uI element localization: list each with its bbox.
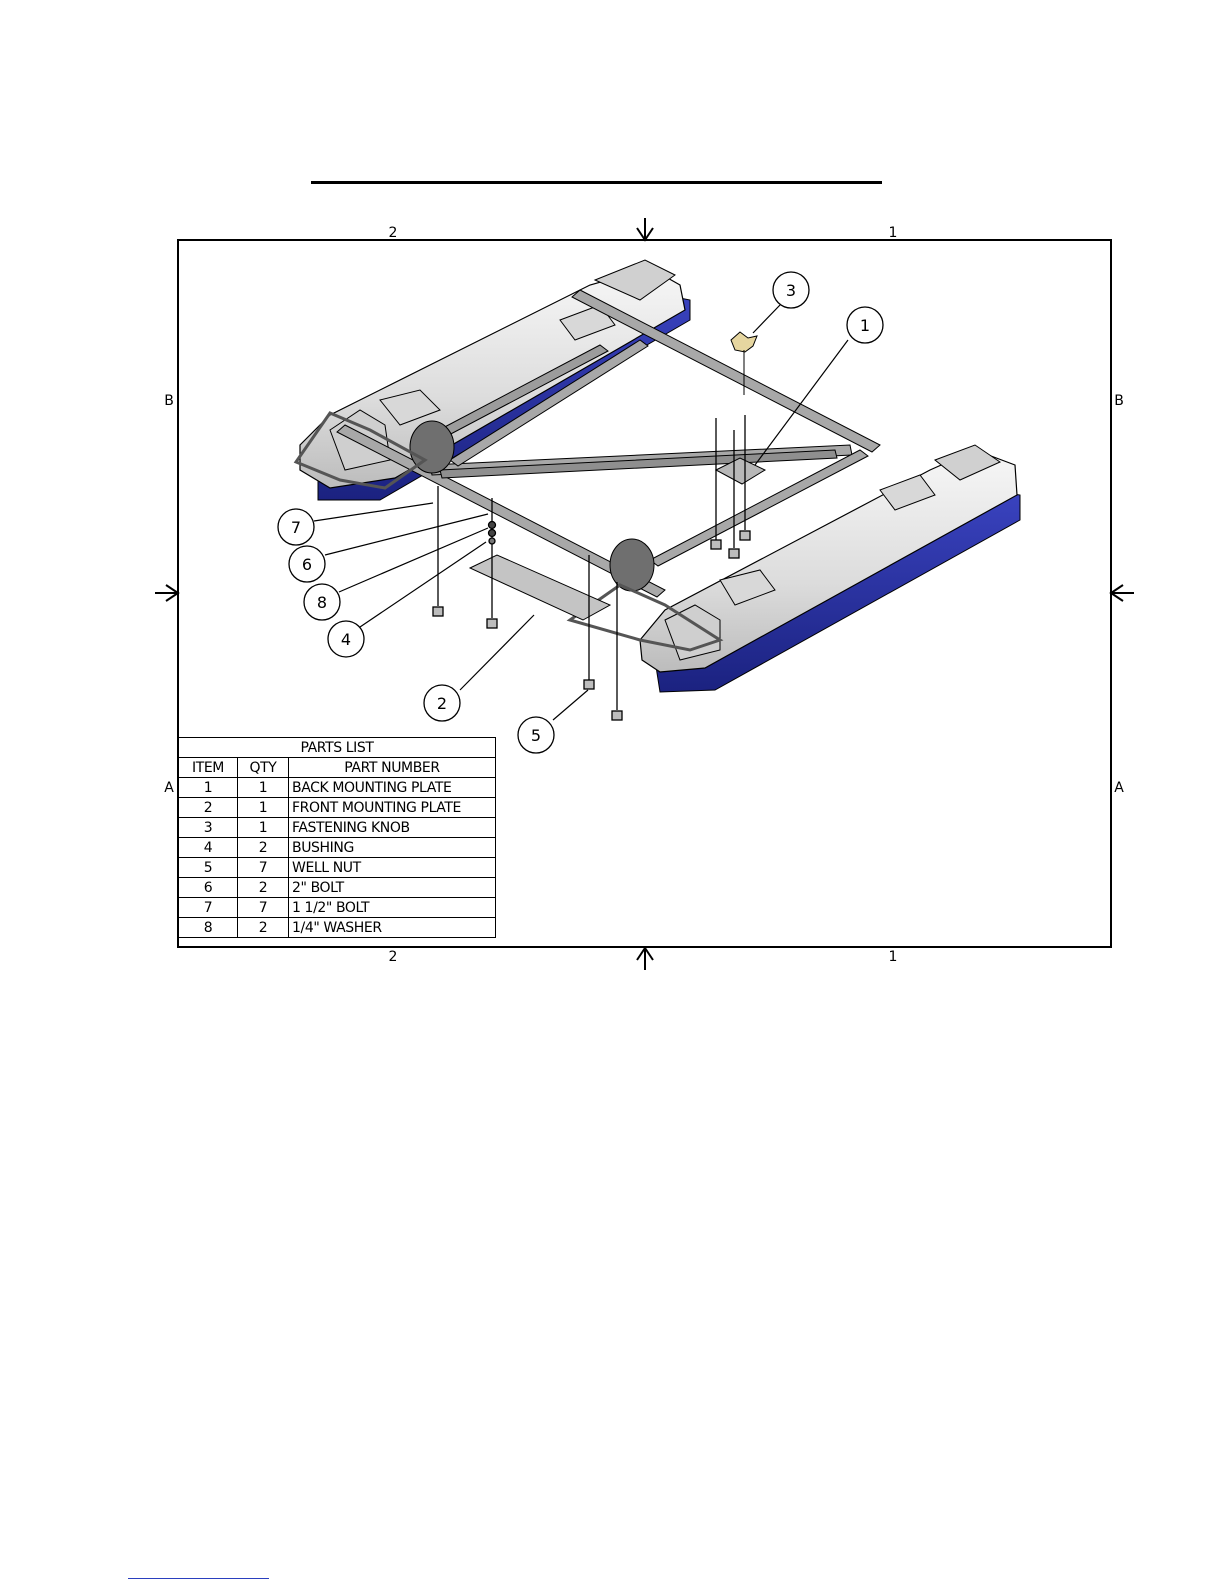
qty-cell: 2	[238, 878, 289, 898]
table-row: 7 7 1 1/2" BOLT	[179, 898, 496, 918]
balloon-7-label: 7	[291, 518, 301, 537]
item-cell: 7	[179, 898, 238, 918]
item-cell: 2	[179, 798, 238, 818]
balloon-8: 8	[304, 584, 340, 620]
zone-label-top-left: 2	[389, 225, 398, 241]
zone-label-left-upper: B	[164, 393, 174, 409]
qty-cell: 2	[238, 838, 289, 858]
zone-label-bottom-left: 2	[389, 949, 398, 965]
center-mark-bottom	[637, 947, 653, 970]
zone-label-bottom-right: 1	[889, 949, 898, 965]
zone-label-left-lower: A	[164, 780, 174, 796]
table-row: 1 1 BACK MOUNTING PLATE	[179, 778, 496, 798]
zone-label-right-upper: B	[1114, 393, 1124, 409]
balloon-6: 6	[289, 546, 325, 582]
balloon-2: 2	[424, 685, 460, 721]
center-mark-right	[1111, 585, 1134, 601]
qty-cell: 1	[238, 778, 289, 798]
parts-list-table: PARTS LIST ITEM QTY PART NUMBER 1 1 BACK…	[178, 737, 496, 938]
fastening-knob	[731, 332, 757, 352]
item-cell: 5	[179, 858, 238, 878]
column-header-part-number: PART NUMBER	[289, 758, 496, 778]
item-cell: 6	[179, 878, 238, 898]
zone-label-top-right: 1	[889, 225, 898, 241]
pontoon-assembly-illustration	[296, 260, 1020, 720]
part-number-cell: 1 1/2" BOLT	[289, 898, 496, 918]
center-mark-left	[155, 585, 178, 601]
balloon-4: 4	[328, 621, 364, 657]
item-cell: 4	[179, 838, 238, 858]
item-cell: 3	[179, 818, 238, 838]
balloon-1: 1	[847, 307, 883, 343]
zone-label-right-lower: A	[1114, 780, 1124, 796]
column-header-item: ITEM	[179, 758, 238, 778]
item-cell: 1	[179, 778, 238, 798]
part-number-cell: WELL NUT	[289, 858, 496, 878]
right-pontoon	[640, 445, 1020, 692]
part-number-cell: BUSHING	[289, 838, 496, 858]
balloon-2-label: 2	[437, 694, 447, 713]
column-header-qty: QTY	[238, 758, 289, 778]
qty-cell: 2	[238, 918, 289, 938]
balloon-5-label: 5	[531, 726, 541, 745]
balloon-3-label: 3	[786, 281, 796, 300]
part-number-cell: FRONT MOUNTING PLATE	[289, 798, 496, 818]
table-row: 2 1 FRONT MOUNTING PLATE	[179, 798, 496, 818]
part-number-cell: 1/4" WASHER	[289, 918, 496, 938]
balloon-7: 7	[278, 509, 314, 545]
table-row: 4 2 BUSHING	[179, 838, 496, 858]
table-row: 8 2 1/4" WASHER	[179, 918, 496, 938]
balloon-3: 3	[773, 272, 809, 308]
balloon-8-label: 8	[317, 593, 327, 612]
item-cell: 8	[179, 918, 238, 938]
center-mark-top	[637, 218, 653, 240]
balloon-4-label: 4	[341, 630, 351, 649]
balloon-5: 5	[518, 717, 554, 753]
table-row: 5 7 WELL NUT	[179, 858, 496, 878]
part-number-cell: BACK MOUNTING PLATE	[289, 778, 496, 798]
balloon-6-label: 6	[302, 555, 312, 574]
qty-cell: 7	[238, 898, 289, 918]
parts-list-title: PARTS LIST	[179, 738, 496, 758]
part-number-cell: 2" BOLT	[289, 878, 496, 898]
footer-link-underline[interactable]	[128, 1578, 269, 1579]
table-row: 3 1 FASTENING KNOB	[179, 818, 496, 838]
part-number-cell: FASTENING KNOB	[289, 818, 496, 838]
balloon-1-label: 1	[860, 316, 870, 335]
qty-cell: 1	[238, 798, 289, 818]
qty-cell: 7	[238, 858, 289, 878]
qty-cell: 1	[238, 818, 289, 838]
table-row: 6 2 2" BOLT	[179, 878, 496, 898]
